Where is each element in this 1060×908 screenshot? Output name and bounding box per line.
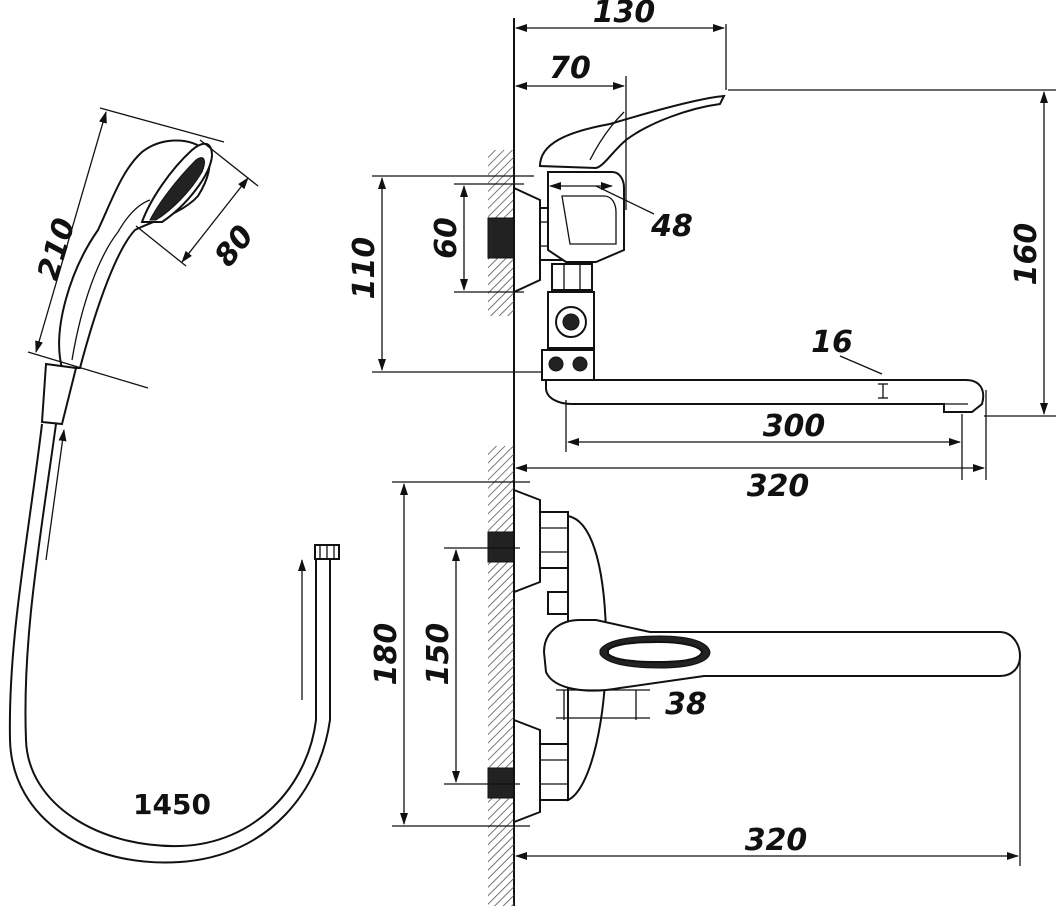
lever-handle-side [538, 94, 726, 170]
faucet-side-view: 16 130 70 48 110 60 160 300 [347, 0, 1056, 504]
dim-depth-handle: 70 [549, 51, 591, 86]
shower-hose-outer [8, 423, 331, 864]
mixer-body-side [547, 171, 625, 263]
dim-spout-length: 300 [763, 409, 826, 444]
dim-vertical-110: 110 [347, 237, 382, 300]
dim-thread-60: 60 [429, 217, 464, 259]
wall-thread-bottom [487, 767, 515, 799]
dim-spout-diameter: 16 [811, 325, 853, 360]
shower-hose-assembly: 210 80 1450 [8, 107, 340, 864]
dim-connection-centres: 150 [421, 623, 456, 686]
wall-thread-top [487, 531, 515, 563]
wall-thread-upper [487, 217, 515, 259]
dim-height-total: 160 [1009, 223, 1044, 286]
dim-reach-side: 320 [747, 469, 810, 504]
dim-depth-total: 130 [593, 0, 656, 30]
dim-head-width: 80 [208, 219, 261, 273]
shower-hose-inner [24, 423, 317, 848]
dim-handle-width: 38 [665, 687, 707, 722]
dim-reach-top: 320 [745, 823, 808, 858]
dim-outer-height: 180 [369, 623, 404, 686]
shower-cone-connector [40, 362, 78, 426]
dim-diverter-width: 48 [650, 209, 693, 244]
spout-side [545, 379, 985, 413]
faucet-top-view: 38 180 150 320 [369, 481, 1022, 866]
dim-hose-length: 1450 [133, 788, 211, 821]
